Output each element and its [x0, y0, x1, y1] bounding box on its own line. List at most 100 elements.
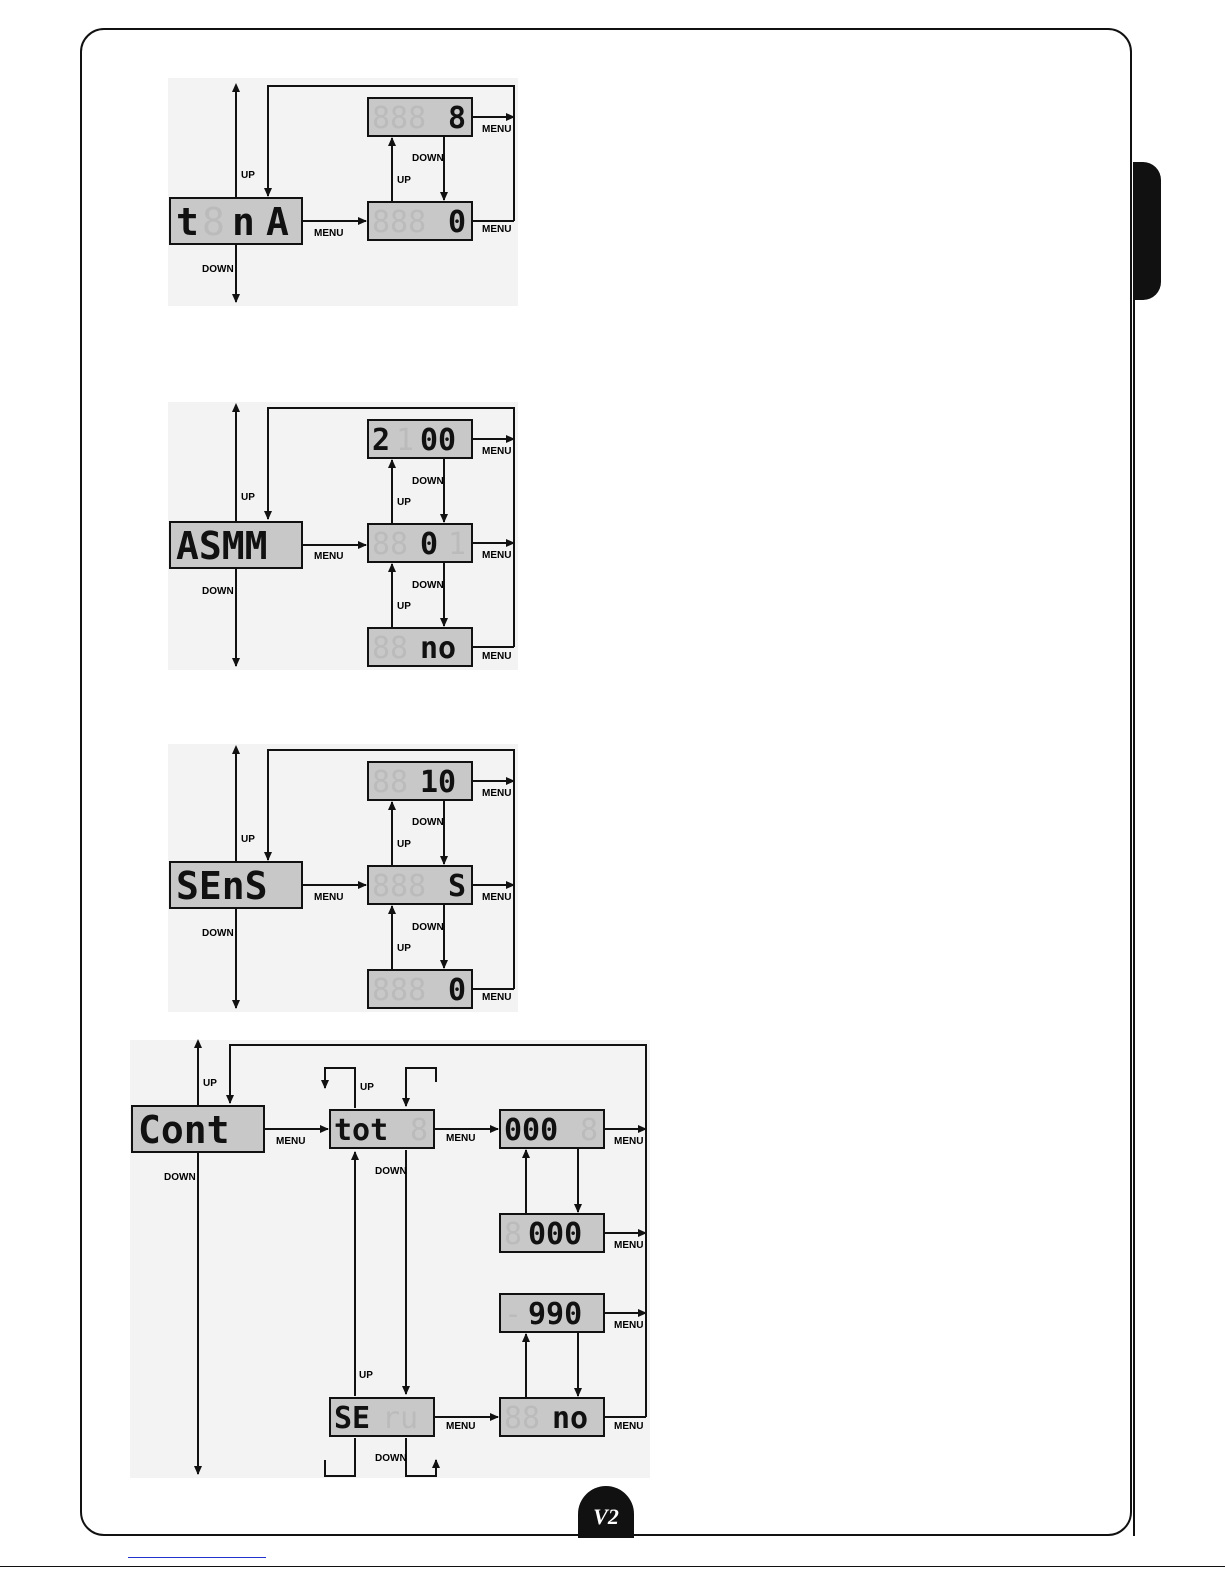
menu-label: MENU — [482, 446, 511, 457]
down-label: DOWN — [375, 1166, 407, 1177]
menu-label: MENU — [482, 651, 511, 662]
down-label: DOWN — [412, 153, 444, 164]
svg-text:SEnS: SEnS — [176, 864, 268, 908]
logo-text: V2 — [578, 1504, 634, 1530]
menu-label: MENU — [482, 124, 511, 135]
svg-text:0: 0 — [448, 205, 466, 240]
menu-label: MENU — [482, 224, 511, 235]
display-tot: tot 8 — [330, 1110, 434, 1148]
svg-text:ru: ru — [382, 1401, 418, 1436]
down-label: DOWN — [375, 1453, 407, 1464]
up-label: UP — [397, 943, 411, 954]
svg-text:A: A — [266, 200, 289, 244]
up-label: UP — [241, 834, 255, 845]
value-display-001: 88 0 1 — [368, 524, 472, 562]
value-display-0: 888 0 — [368, 202, 472, 240]
svg-text:Cont: Cont — [138, 1108, 230, 1152]
value-display-8: 888 8 — [368, 98, 472, 136]
down-label: DOWN — [412, 922, 444, 933]
diagram-tsna: UP DOWN t 8 n A MENU 888 8 888 0 UP DOWN… — [168, 78, 518, 306]
display-sens: SEnS — [170, 862, 302, 908]
menu-label: MENU — [482, 992, 511, 1003]
down-label: DOWN — [412, 817, 444, 828]
diagram-sens: UP DOWN SEnS MENU 88 10 888 S 888 0 UP D… — [168, 744, 518, 1012]
display-t-sna: t 8 n A — [170, 198, 302, 244]
menu-label: MENU — [314, 228, 343, 239]
display-serv: SE ru — [330, 1398, 434, 1436]
svg-text:SE: SE — [334, 1401, 370, 1436]
down-label: DOWN — [202, 586, 234, 597]
v2-logo: V2 — [578, 1486, 634, 1538]
svg-text:990: 990 — [528, 1297, 582, 1332]
bottom-link-underline[interactable] — [128, 1557, 266, 1558]
menu-label: MENU — [614, 1136, 643, 1147]
svg-text:88: 88 — [372, 527, 408, 562]
up-label: UP — [359, 1370, 373, 1381]
menu-label: MENU — [614, 1240, 643, 1251]
up-label: UP — [397, 601, 411, 612]
svg-text:10: 10 — [420, 765, 456, 800]
display-cont: Cont — [132, 1106, 264, 1152]
value-display-8000: 8 000 — [500, 1214, 604, 1252]
value-display-990: - 990 — [500, 1294, 604, 1332]
diagram-cont: UP DOWN Cont MENU tot 8 SE ru UP DOWN UP… — [130, 1040, 650, 1478]
svg-text:8: 8 — [410, 1113, 428, 1148]
diagram-asm: UP DOWN ASMM MENU 2 1 00 88 0 1 88 no UP… — [168, 402, 518, 670]
display-asm: ASMM — [170, 522, 302, 568]
svg-text:n: n — [232, 200, 255, 244]
svg-text:-: - — [504, 1297, 522, 1332]
svg-text:no: no — [420, 631, 456, 666]
value-display-0008: 000 8 — [500, 1110, 604, 1148]
svg-text:8: 8 — [504, 1217, 522, 1252]
value-display-0: 888 0 — [368, 970, 472, 1008]
down-label: DOWN — [412, 476, 444, 487]
value-display-2100: 2 1 00 — [368, 420, 472, 458]
svg-text:no: no — [552, 1401, 588, 1436]
svg-text:t: t — [176, 200, 199, 244]
value-display-10: 88 10 — [368, 762, 472, 800]
svg-text:0: 0 — [420, 527, 438, 562]
svg-text:00: 00 — [420, 423, 456, 458]
svg-text:888: 888 — [372, 973, 426, 1008]
svg-text:1: 1 — [448, 527, 466, 562]
svg-text:888: 888 — [372, 101, 426, 136]
svg-text:0: 0 — [448, 973, 466, 1008]
up-label: UP — [397, 497, 411, 508]
menu-label: MENU — [276, 1136, 305, 1147]
down-label: DOWN — [202, 928, 234, 939]
svg-text:1: 1 — [396, 423, 414, 458]
up-label: UP — [241, 492, 255, 503]
svg-text:2: 2 — [372, 423, 390, 458]
menu-label: MENU — [314, 551, 343, 562]
menu-label: MENU — [482, 788, 511, 799]
up-label: UP — [360, 1082, 374, 1093]
bottom-rule — [0, 1566, 1225, 1567]
svg-text:tot: tot — [334, 1113, 388, 1148]
svg-text:88: 88 — [504, 1401, 540, 1436]
svg-text:8: 8 — [202, 200, 225, 244]
up-label: UP — [203, 1078, 217, 1089]
menu-label: MENU — [446, 1421, 475, 1432]
down-label: DOWN — [412, 580, 444, 591]
menu-label: MENU — [614, 1421, 643, 1432]
menu-label: MENU — [314, 892, 343, 903]
up-label: UP — [397, 839, 411, 850]
value-display-no: 88 no — [500, 1398, 604, 1436]
up-label: UP — [397, 175, 411, 186]
menu-label: MENU — [482, 550, 511, 561]
svg-text:000: 000 — [504, 1113, 558, 1148]
svg-text:ASMM: ASMM — [176, 524, 268, 568]
svg-text:8: 8 — [448, 101, 466, 136]
svg-text:88: 88 — [372, 765, 408, 800]
svg-text:88: 88 — [372, 631, 408, 666]
svg-text:888: 888 — [372, 869, 426, 904]
down-label: DOWN — [164, 1172, 196, 1183]
menu-label: MENU — [446, 1133, 475, 1144]
svg-text:S: S — [448, 869, 466, 904]
down-label: DOWN — [202, 264, 234, 275]
menu-label: MENU — [614, 1320, 643, 1331]
value-display-s: 888 S — [368, 866, 472, 904]
svg-text:000: 000 — [528, 1217, 582, 1252]
svg-text:888: 888 — [372, 205, 426, 240]
